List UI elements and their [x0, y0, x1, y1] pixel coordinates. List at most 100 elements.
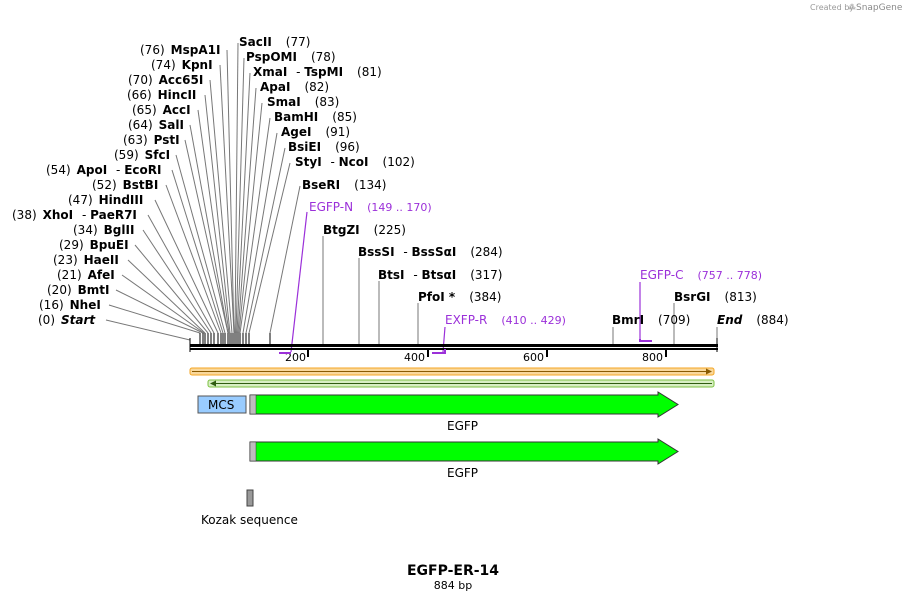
site-tick-marks: [199, 333, 271, 344]
svg-text:BsiEI(96): BsiEI (96): [288, 140, 360, 154]
primer-labels: EGFP-N (149 .. 170) EXFP-R (410 .. 429) EG…: [309, 200, 762, 327]
site-name: SalI: [159, 118, 184, 132]
ruler-label: 800: [642, 351, 663, 364]
svg-text:(47)HindIII: (47) HindIII: [68, 193, 143, 207]
right-site-labels: SacII(77) PspOMI(78) XmaI - TspMI(81) Ap…: [239, 35, 789, 327]
svg-text:(54)ApoI - EcoRI: (54)ApoI - EcoRI: [46, 163, 161, 177]
svg-text:BmrI(709): BmrI(709): [612, 313, 690, 327]
site-pos: (20): [47, 283, 72, 297]
svg-text:(74)KpnI: (74)KpnI: [151, 58, 213, 72]
ruler-label: 200: [285, 351, 306, 364]
site-name: AfeI: [88, 268, 115, 282]
site-name: BtsI: [378, 268, 405, 282]
site-pos: (29): [59, 238, 84, 252]
snapgene-logo-icon: ⁂: [848, 2, 856, 12]
site-name: SacII: [239, 35, 272, 49]
primer-range: (410 .. 429): [501, 314, 566, 327]
primer-range: (149 .. 170): [367, 201, 432, 214]
site-pos: (66): [127, 88, 152, 102]
egfp-label-1: EGFP: [447, 419, 478, 433]
svg-text:BamHI(85): BamHI(85): [274, 110, 357, 124]
svg-text:StyI - NcoI(102): StyI - NcoI(102): [295, 155, 415, 169]
primer-name: EGFP-N: [309, 200, 353, 214]
svg-text:(76)MspA1I: (76)MspA1I: [140, 43, 220, 57]
site-pos: (102): [383, 155, 415, 169]
site-name-2: TspMI: [304, 65, 343, 79]
site-name: HaeII: [84, 253, 119, 267]
map-length: 884 bp: [434, 579, 472, 592]
orf-forward: [189, 367, 715, 376]
site-pos: (83): [315, 95, 340, 109]
site-pos: (85): [332, 110, 357, 124]
site-pos: (47): [68, 193, 93, 207]
site-name-2: NcoI: [339, 155, 369, 169]
svg-text:(29)BpuEI: (29)BpuEI: [59, 238, 129, 252]
orf-reverse: [207, 379, 715, 388]
site-name: BsrGI: [674, 290, 711, 304]
site-pos: (64): [128, 118, 153, 132]
site-pos: (65): [132, 103, 157, 117]
ruler-label: 400: [404, 351, 425, 364]
svg-text:BssSI - BssSαI(284): BssSI - BssSαI(284): [358, 245, 503, 259]
svg-text:EXFP-R(410 .. 429): EXFP-R (410 .. 429): [445, 313, 566, 327]
site-name-2: EcoRI: [124, 163, 161, 177]
site-name: HindIII: [99, 193, 144, 207]
svg-text:(0)Start: (0)Start: [38, 313, 96, 327]
primer-name: EXFP-R: [445, 313, 487, 327]
svg-text:BseRI(134): BseRI(134): [302, 178, 386, 192]
site-pos: (0): [38, 313, 55, 327]
svg-text:PspOMI(78): PspOMI (78): [246, 50, 336, 64]
site-name: BglII: [104, 223, 135, 237]
site-pos: (16): [39, 298, 64, 312]
sequence-backbone: [189, 338, 718, 352]
svg-text:AgeI(91): AgeI(91): [281, 125, 350, 139]
site-pos: (78): [311, 50, 336, 64]
primer-binding-marks: [279, 339, 652, 354]
site-pos: (91): [325, 125, 350, 139]
site-pos: (225): [374, 223, 406, 237]
primer-name: EGFP-C: [640, 268, 683, 282]
site-leader-lines: [105, 42, 718, 345]
ruler: 200 400 600 800: [285, 350, 667, 364]
site-pos: (63): [123, 133, 148, 147]
svg-text:BsrGI(813): BsrGI (813): [674, 290, 757, 304]
svg-text:(38)XhoI - PaeR7I: (38)XhoI - PaeR7I: [12, 208, 137, 222]
site-name: KpnI: [182, 58, 213, 72]
kozak-label: Kozak sequence: [201, 513, 298, 527]
site-pos: (21): [57, 268, 82, 282]
site-name: StyI: [295, 155, 322, 169]
site-name: MspA1I: [171, 43, 221, 57]
site-name-2: PaeR7I: [90, 208, 137, 222]
site-pos: (77): [286, 35, 311, 49]
site-name: BmrI: [612, 313, 644, 327]
svg-text:SacII(77): SacII (77): [239, 35, 310, 49]
site-pos: (317): [470, 268, 502, 282]
snapgene-brand: SnapGene: [856, 3, 903, 13]
site-pos: (884): [756, 313, 788, 327]
site-pos: (34): [73, 223, 98, 237]
svg-text:BtgZI(225): BtgZI(225): [323, 223, 406, 237]
site-name: BssSI: [358, 245, 395, 259]
site-pos: (96): [335, 140, 360, 154]
site-pos: (70): [128, 73, 153, 87]
site-pos: (54): [46, 163, 71, 177]
site-name-2: BssSαI: [412, 245, 457, 259]
site-name: XmaI: [253, 65, 287, 79]
primer-range: (757 .. 778): [697, 269, 762, 282]
site-name: SmaI: [267, 95, 301, 109]
site-name: PspOMI: [246, 50, 297, 64]
site-name: AccI: [163, 103, 191, 117]
site-pos: (813): [725, 290, 757, 304]
site-name: XhoI: [43, 208, 74, 222]
site-pos: (38): [12, 208, 37, 222]
egfp-feature-1: [249, 391, 679, 418]
site-name: Acc65I: [159, 73, 204, 87]
svg-text:(70)Acc65I: (70) Acc65I: [128, 73, 203, 87]
svg-text:(65)AccI: (65) AccI: [132, 103, 191, 117]
site-pos: (82): [304, 80, 329, 94]
created-by-text: Created by: [810, 3, 854, 12]
svg-text:(66)HincII: (66)HincII: [127, 88, 196, 102]
site-name: BsiEI: [288, 140, 321, 154]
site-name: BseRI: [302, 178, 340, 192]
